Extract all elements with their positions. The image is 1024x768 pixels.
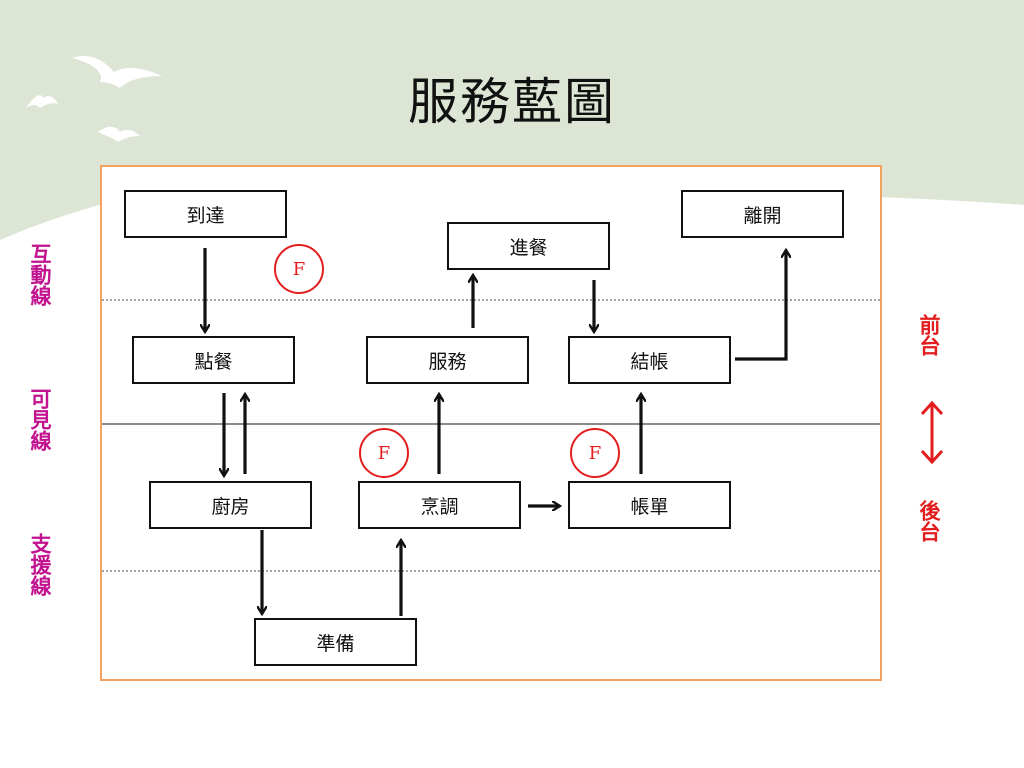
box-arrive: 到達 (124, 190, 287, 238)
box-serve: 服務 (366, 336, 529, 384)
bird-icon (98, 126, 140, 142)
box-bill: 帳單 (568, 481, 731, 529)
label-back-stage: 後台 (917, 500, 942, 542)
box-checkout: 結帳 (568, 336, 731, 384)
bird-icon (72, 55, 162, 88)
box-prepare: 準備 (254, 618, 417, 666)
box-dine: 進餐 (447, 222, 610, 270)
bird-icon (26, 95, 58, 108)
box-order: 點餐 (132, 336, 295, 384)
label-line-of-support: 支援線 (28, 533, 53, 596)
label-line-of-interaction: 互動線 (28, 243, 53, 306)
label-line-of-visibility: 可見線 (28, 388, 53, 451)
fail-point-marker: F (359, 428, 409, 478)
box-leave: 離開 (681, 190, 844, 238)
box-kitchen: 廚房 (149, 481, 312, 529)
fail-point-marker: F (570, 428, 620, 478)
page-title: 服務藍圖 (408, 73, 616, 131)
fail-point-marker: F (274, 244, 324, 294)
box-cook: 烹調 (358, 481, 521, 529)
label-front-stage: 前台 (917, 314, 942, 356)
